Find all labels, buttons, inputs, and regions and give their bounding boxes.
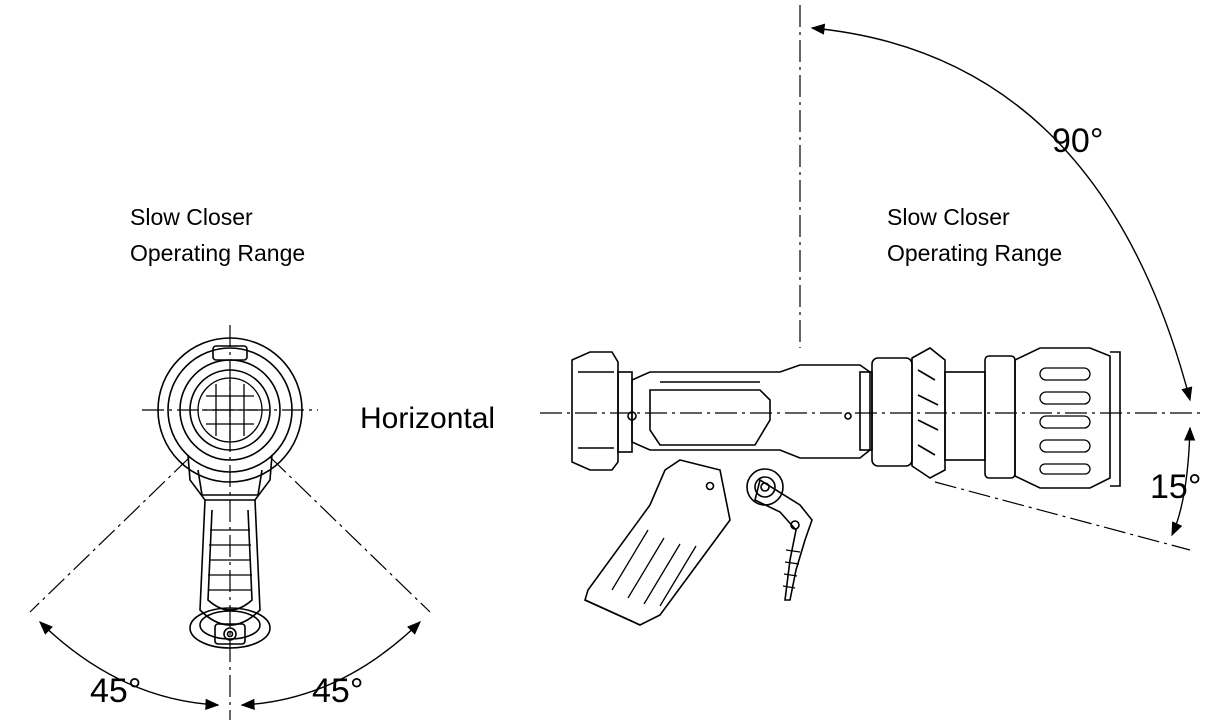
side-view-angle-arcs xyxy=(810,23,1196,537)
left-angle-label-left: 45° xyxy=(90,672,141,710)
horizontal-label-bg xyxy=(354,396,520,436)
right-label-line1: Slow Closer xyxy=(887,204,1010,230)
side-view-centerlines xyxy=(540,5,1205,551)
horizontal-label: Horizontal xyxy=(360,402,495,435)
angle-label-90: 90° xyxy=(1052,122,1103,160)
side-view-nozzle xyxy=(571,347,1121,626)
end-view-centerlines xyxy=(29,325,431,720)
angle-label-15: 15° xyxy=(1150,468,1201,506)
right-label-line2: Operating Range xyxy=(887,240,1062,266)
grip-slots xyxy=(611,529,697,607)
tip-slots xyxy=(1039,367,1091,475)
left-label-line1: Slow Closer xyxy=(130,204,253,230)
left-angle-label-right: 45° xyxy=(312,672,363,710)
trigger-ribs xyxy=(782,549,801,589)
end-view-angle-arcs xyxy=(38,621,422,710)
left-label-line2: Operating Range xyxy=(130,240,305,266)
